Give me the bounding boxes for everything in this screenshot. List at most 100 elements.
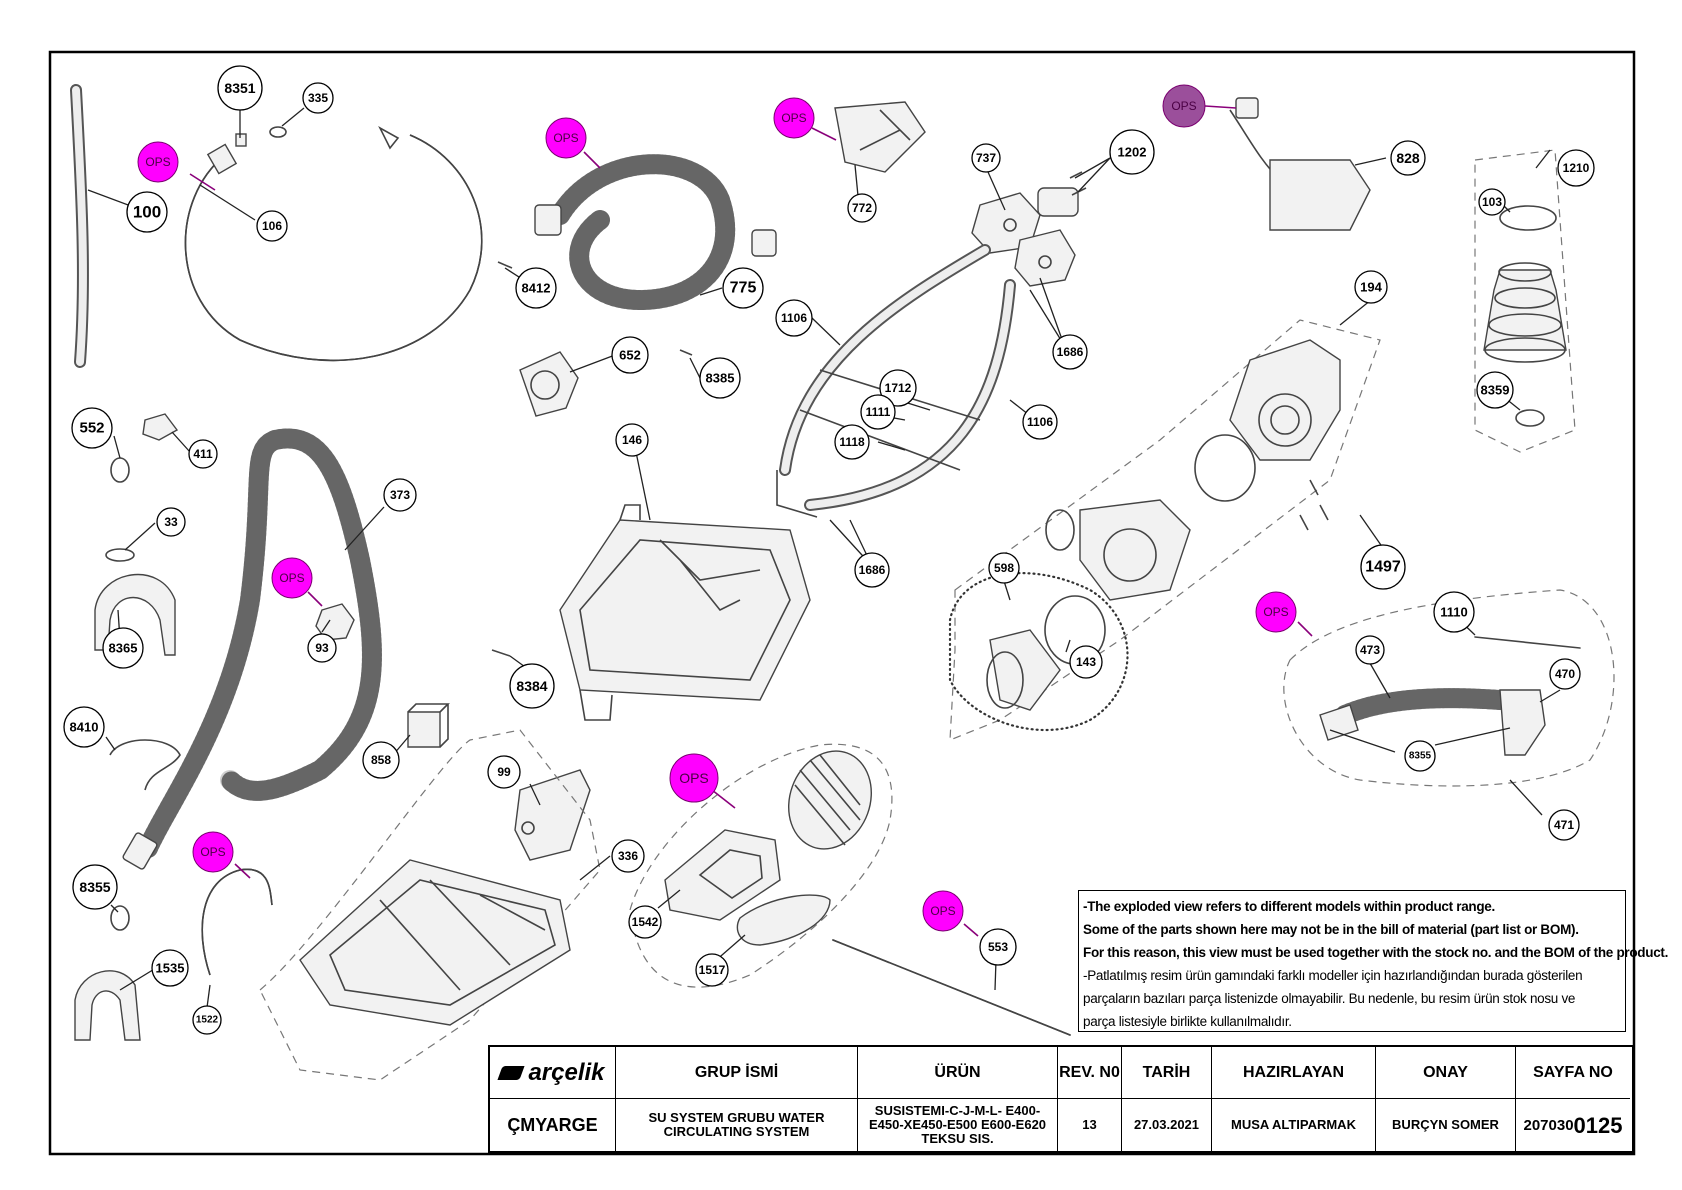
svg-text:8385: 8385 [706, 371, 735, 386]
callout-1110[interactable]: 1110 [1433, 591, 1475, 633]
svg-text:598: 598 [994, 561, 1014, 575]
callout-598[interactable]: 598 [988, 552, 1020, 584]
callout-373[interactable]: 373 [383, 478, 417, 512]
svg-text:8355: 8355 [1409, 751, 1432, 762]
callout-106[interactable]: 106 [256, 210, 288, 242]
callout-8410[interactable]: 8410 [63, 706, 105, 748]
svg-text:1522: 1522 [196, 1015, 219, 1026]
svg-text:194: 194 [1360, 280, 1382, 295]
notes-box: -The exploded view refers to different m… [1078, 890, 1668, 1032]
callout-8355-clip[interactable]: 8355 [72, 864, 118, 910]
callout-1118[interactable]: 1118 [834, 424, 870, 460]
value-page-suffix: 0125 [1573, 1112, 1623, 1138]
svg-text:8365: 8365 [109, 641, 138, 656]
ops-badge-1522[interactable]: OPS [192, 831, 234, 873]
callout-8351[interactable]: 8351 [217, 65, 263, 111]
svg-text:411: 411 [193, 447, 213, 461]
svg-text:1202: 1202 [1118, 145, 1147, 160]
svg-text:775: 775 [730, 280, 757, 297]
callout-335[interactable]: 335 [302, 82, 334, 114]
svg-text:1497: 1497 [1365, 559, 1401, 576]
callout-8365[interactable]: 8365 [102, 627, 144, 669]
svg-text:8384: 8384 [516, 678, 547, 694]
svg-text:8355: 8355 [79, 879, 110, 895]
ops-badge-corrugated-hose[interactable]: OPS [545, 117, 587, 159]
callout-1106-upper[interactable]: 1106 [775, 299, 813, 337]
svg-text:8412: 8412 [522, 281, 551, 296]
svg-text:100: 100 [133, 203, 161, 222]
callout-1202[interactable]: 1202 [1109, 129, 1155, 175]
header-page: SAYFA NO [1516, 1047, 1630, 1099]
header-product: ÜRÜN [858, 1047, 1058, 1099]
note-line-4: -Patlatılmış resim ürün gamındaki farklı… [1083, 968, 1583, 983]
callout-99[interactable]: 99 [487, 755, 521, 789]
callout-1522[interactable]: 1522 [192, 1005, 222, 1035]
ops-badge-772[interactable]: OPS [773, 97, 815, 139]
ops-badge-553[interactable]: OPS [922, 890, 964, 932]
part-callouts: 100 8351 335 106 775 8412 652 8385 772 7… [63, 65, 1595, 1035]
callout-1210[interactable]: 1210 [1557, 149, 1595, 187]
callout-553[interactable]: 553 [979, 928, 1017, 966]
header-date: TARİH [1122, 1047, 1212, 1099]
svg-text:93: 93 [315, 641, 329, 655]
callout-1106-lower[interactable]: 1106 [1022, 404, 1058, 440]
drawing-frame [48, 50, 1636, 1156]
note-line-2: Some of the parts shown here may not be … [1083, 922, 1579, 937]
callout-552[interactable]: 552 [71, 407, 113, 449]
brand-logo: arçelik [490, 1047, 616, 1099]
callout-8359[interactable]: 8359 [1476, 371, 1514, 409]
callout-1542[interactable]: 1542 [628, 905, 662, 939]
ops-badge-471[interactable]: OPS [1255, 591, 1297, 633]
ops-badge-828[interactable]: OPS [1162, 84, 1206, 128]
callout-652[interactable]: 652 [611, 336, 649, 374]
svg-text:99: 99 [497, 765, 511, 779]
callout-1712[interactable]: 1712 [879, 369, 917, 407]
callout-103[interactable]: 103 [1478, 188, 1506, 216]
callout-471[interactable]: 471 [1548, 809, 1580, 841]
callout-33[interactable]: 33 [156, 507, 186, 537]
title-block: arçelik GRUP İSMİ ÜRÜN REV. N0 TARİH HAZ… [488, 1045, 1634, 1153]
svg-text:336: 336 [618, 849, 638, 863]
ops-badge-inlet-hose[interactable]: OPS [137, 141, 179, 183]
callout-194[interactable]: 194 [1354, 270, 1388, 304]
brand-logo-mark [497, 1065, 526, 1080]
brand-logo-text: arçelik [528, 1059, 605, 1086]
svg-text:552: 552 [79, 420, 104, 437]
header-rev: REV. N0 [1058, 1047, 1122, 1099]
note-line-5: parçaların bazıları parça listenizde olm… [1083, 991, 1576, 1006]
callout-470[interactable]: 470 [1549, 658, 1581, 690]
callout-1686-upper[interactable]: 1686 [1052, 334, 1088, 370]
header-group: GRUP İSMİ [616, 1047, 858, 1099]
callout-93[interactable]: 93 [307, 633, 337, 663]
svg-text:858: 858 [371, 753, 391, 767]
callout-1517[interactable]: 1517 [695, 953, 729, 987]
callout-8385[interactable]: 8385 [699, 357, 741, 399]
callout-828[interactable]: 828 [1390, 140, 1426, 176]
svg-text:1517: 1517 [699, 963, 726, 977]
callout-143[interactable]: 143 [1069, 645, 1103, 679]
callout-775[interactable]: 775 [722, 267, 764, 309]
callout-1497[interactable]: 1497 [1360, 544, 1406, 590]
svg-text:772: 772 [852, 201, 872, 215]
value-date: 27.03.2021 [1122, 1099, 1212, 1151]
ops-badge-1542[interactable]: OPS [669, 753, 719, 803]
callout-100[interactable]: 100 [126, 191, 168, 233]
svg-text:1118: 1118 [839, 435, 865, 449]
callout-473[interactable]: 473 [1355, 635, 1385, 665]
callout-1535[interactable]: 1535 [151, 949, 189, 987]
callout-737[interactable]: 737 [971, 143, 1001, 173]
callout-1111[interactable]: 1111 [860, 394, 896, 430]
callout-1686-lower[interactable]: 1686 [854, 552, 890, 588]
value-rev: 13 [1058, 1099, 1122, 1151]
header-approved: ONAY [1376, 1047, 1516, 1099]
ops-badge-93[interactable]: OPS [271, 557, 313, 599]
callout-146[interactable]: 146 [615, 423, 649, 457]
callout-8412[interactable]: 8412 [515, 267, 557, 309]
callout-858[interactable]: 858 [362, 741, 400, 779]
callout-772[interactable]: 772 [847, 193, 877, 223]
callout-336[interactable]: 336 [611, 839, 645, 873]
callout-411[interactable]: 411 [188, 439, 218, 469]
callout-8384[interactable]: 8384 [509, 663, 555, 709]
callout-8355-hose[interactable]: 8355 [1404, 740, 1436, 772]
svg-text:652: 652 [619, 348, 641, 363]
